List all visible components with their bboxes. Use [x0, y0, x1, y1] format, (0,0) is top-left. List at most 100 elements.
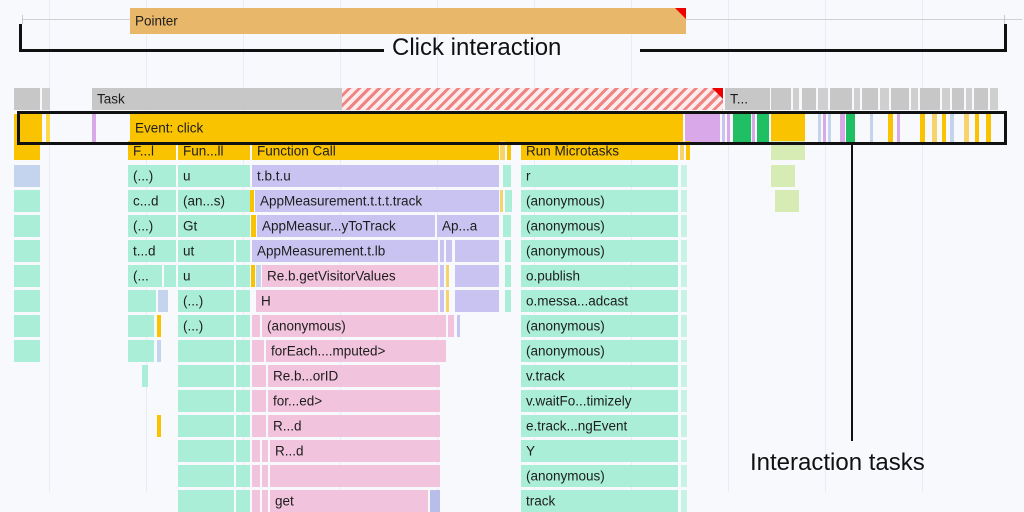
flame-box-task-row[interactable]: [966, 88, 972, 110]
flame-box-stack-row-8[interactable]: forEach....mputed>: [266, 340, 446, 362]
flame-box-stack-row-10[interactable]: [178, 390, 234, 412]
flame-box-event-row[interactable]: [92, 114, 96, 142]
flame-box-stack-row-6[interactable]: [446, 290, 449, 312]
flame-box-event-row[interactable]: [942, 114, 946, 142]
flame-box-stack-row-6[interactable]: [128, 290, 156, 312]
flame-box-function-call-row[interactable]: Fun...ll: [178, 141, 250, 160]
flame-box-stack-row-5[interactable]: (...: [128, 265, 162, 287]
flame-box-stack-row-3[interactable]: [14, 215, 40, 237]
flame-box-event-row[interactable]: [840, 114, 845, 142]
flame-box-stack-row-1[interactable]: t.b.t.u: [252, 165, 499, 187]
flame-box-stack-row-2[interactable]: [14, 190, 40, 212]
flame-box-function-call-row[interactable]: [500, 141, 505, 160]
flame-box-stack-row-3[interactable]: [681, 215, 687, 237]
flame-box-stack-row-6[interactable]: (...): [178, 290, 234, 312]
flame-box-stack-row-6[interactable]: H: [256, 290, 438, 312]
flame-box-stack-row-8[interactable]: [128, 340, 154, 362]
flame-box-function-call-row[interactable]: [14, 141, 40, 160]
flame-box-stack-row-13[interactable]: [252, 465, 260, 487]
flame-box-task-row[interactable]: [830, 88, 852, 110]
flame-box-stack-row-1[interactable]: (...): [128, 165, 176, 187]
flame-box-stack-row-8[interactable]: [14, 340, 40, 362]
flame-box-stack-row-4[interactable]: [14, 240, 40, 262]
flame-box-event-row[interactable]: [818, 114, 821, 142]
flame-box-stack-row-1[interactable]: u: [178, 165, 250, 187]
flame-box-stack-row-6[interactable]: [505, 290, 511, 312]
flame-box-event-row[interactable]: [975, 114, 979, 142]
flame-box-stack-row-9[interactable]: [178, 365, 234, 387]
flame-box-stack-row-4[interactable]: t...d: [128, 240, 176, 262]
flame-box-stack-row-12[interactable]: Y: [521, 440, 678, 462]
flame-box-stack-row-2[interactable]: (an...s): [178, 190, 250, 212]
flame-box-task-row[interactable]: [862, 88, 878, 110]
flame-box-function-call-row[interactable]: [680, 141, 684, 160]
flame-box-stack-row-3[interactable]: [251, 215, 256, 237]
flame-box-event-row[interactable]: [986, 114, 991, 142]
flame-box-stack-row-13[interactable]: [681, 465, 687, 487]
flame-box-stack-row-13[interactable]: [236, 465, 250, 487]
flame-box-stack-row-2[interactable]: [775, 190, 799, 212]
flame-box-stack-row-11[interactable]: [178, 415, 234, 437]
flame-box-stack-row-8[interactable]: (anonymous): [521, 340, 678, 362]
flame-box-stack-row-7[interactable]: (anonymous): [521, 315, 678, 337]
flame-box-stack-row-1[interactable]: [14, 165, 40, 187]
flame-box-stack-row-13[interactable]: [262, 465, 268, 487]
flame-box-function-call-row[interactable]: Function Call: [252, 141, 499, 160]
flame-box-event-row[interactable]: [757, 114, 769, 142]
flame-box-stack-row-5[interactable]: u: [178, 265, 234, 287]
flame-box-stack-row-12[interactable]: [681, 440, 687, 462]
flame-box-stack-row-13[interactable]: [178, 465, 234, 487]
flame-box-stack-row-11[interactable]: [157, 415, 161, 437]
flame-box-stack-row-11[interactable]: e.track...ngEvent: [521, 415, 678, 437]
flame-box-stack-row-9[interactable]: [236, 365, 250, 387]
flame-box-stack-row-1[interactable]: [503, 165, 511, 187]
flame-box-stack-row-7[interactable]: [457, 315, 460, 337]
flame-box-task-row[interactable]: [342, 88, 723, 110]
flame-box-task-row[interactable]: [891, 88, 909, 110]
flame-box-stack-row-14[interactable]: [262, 490, 268, 512]
flame-box-stack-row-11[interactable]: [236, 415, 250, 437]
flame-box-stack-row-6[interactable]: [14, 290, 40, 312]
flame-box-stack-row-10[interactable]: v.waitFo...timizely: [521, 390, 678, 412]
flame-box-stack-row-2[interactable]: [681, 190, 687, 212]
flame-box-event-row[interactable]: Event: click: [130, 114, 683, 142]
flame-box-stack-row-3[interactable]: AppMeasur...yToTrack: [257, 215, 435, 237]
flame-box-event-row[interactable]: [727, 114, 730, 142]
flame-box-stack-row-11[interactable]: [681, 415, 687, 437]
flame-box-stack-row-4[interactable]: [681, 240, 687, 262]
flame-box-stack-row-6[interactable]: [236, 290, 250, 312]
flame-box-stack-row-8[interactable]: [252, 340, 264, 362]
flame-box-stack-row-10[interactable]: for...ed>: [268, 390, 440, 412]
flame-box-stack-row-7[interactable]: [252, 315, 260, 337]
flame-box-function-call-row[interactable]: F...l: [128, 141, 176, 160]
flame-box-stack-row-9[interactable]: Re.b...orID: [268, 365, 440, 387]
flame-box-task-row[interactable]: [974, 88, 988, 110]
flame-box-event-row[interactable]: [932, 114, 937, 142]
flame-box-stack-row-10[interactable]: [236, 390, 250, 412]
flame-box-function-call-row[interactable]: [507, 141, 511, 160]
flame-box-stack-row-4[interactable]: [455, 240, 499, 262]
flame-box-stack-row-2[interactable]: [250, 190, 254, 212]
flame-box-task-row[interactable]: [880, 88, 889, 110]
flame-box-stack-row-6[interactable]: [681, 290, 687, 312]
flame-box-stack-row-5[interactable]: [446, 265, 449, 287]
flame-box-stack-row-7[interactable]: (anonymous): [262, 315, 446, 337]
flame-box-event-row[interactable]: [685, 114, 720, 142]
flame-box-event-row[interactable]: [823, 114, 826, 142]
flame-box-stack-row-14[interactable]: track: [521, 490, 678, 512]
flame-box-event-row[interactable]: [46, 114, 50, 142]
flame-box-stack-row-12[interactable]: [236, 440, 250, 462]
flame-box-stack-row-5[interactable]: Re.b.getVisitorValues: [262, 265, 438, 287]
flame-box-stack-row-3[interactable]: Ap...a: [437, 215, 499, 237]
flame-box-stack-row-2[interactable]: [505, 190, 512, 212]
flame-box-task-row[interactable]: [952, 88, 964, 110]
flame-box-stack-row-5[interactable]: [681, 265, 687, 287]
flame-box-stack-row-14[interactable]: [236, 490, 250, 512]
flame-box-stack-row-14[interactable]: [681, 490, 687, 512]
flame-box-event-row[interactable]: [964, 114, 969, 142]
flame-box-task-row[interactable]: [802, 88, 816, 110]
flame-box-stack-row-5[interactable]: [505, 265, 511, 287]
flame-box-stack-row-3[interactable]: [503, 215, 511, 237]
flame-box-task-row[interactable]: [990, 88, 998, 110]
